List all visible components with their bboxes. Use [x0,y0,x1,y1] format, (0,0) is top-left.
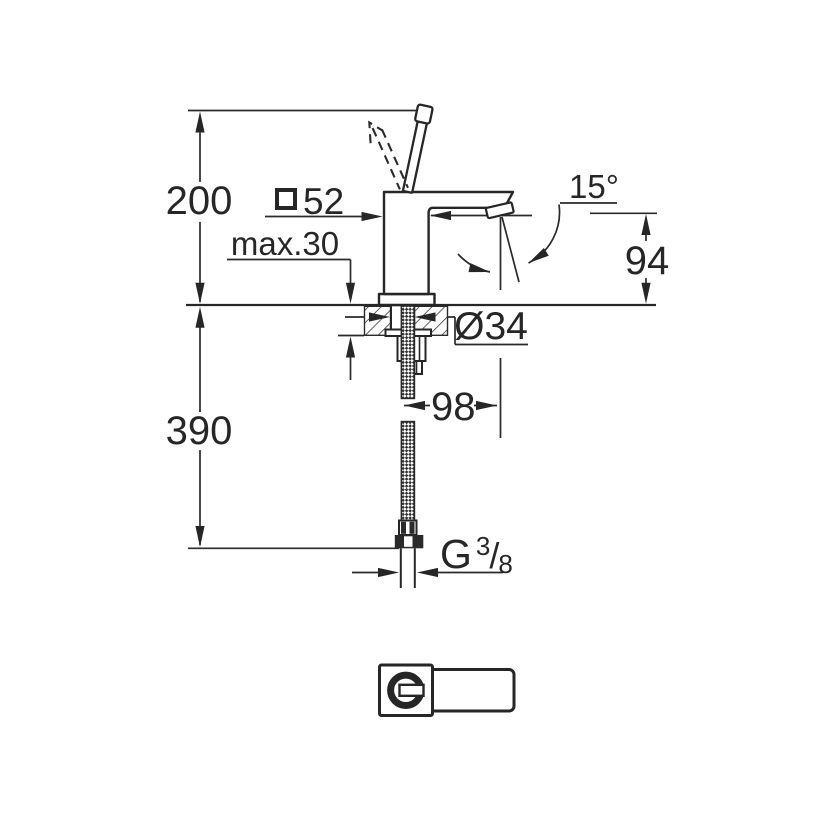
lever-handle [401,103,434,194]
aerator [484,201,515,220]
grohe-logo [378,663,516,717]
dim-max-thickness: max.30 [230,225,340,262]
dim-overall-height: 200 [165,179,233,223]
dim-hole-diameter: Ø34 [454,305,528,348]
faucet-body [377,190,515,307]
thread-numerator: 3 [475,531,491,561]
thread-prefix: G [440,531,472,577]
grohe-g-bar [398,683,425,697]
dimension-lines [188,109,657,574]
dim-outlet-height: 94 [624,239,670,283]
dim-spout-projection: 98 [431,385,476,429]
thread-denominator: 8 [498,549,513,579]
square-symbol-icon [275,188,297,210]
dim-spout-angle: 15° [569,168,619,205]
thread-slash: / [489,535,500,576]
lever-handle-range-dashed [368,120,409,190]
dim-body-square-value: 52 [303,181,345,222]
dim-body-square: 52 [275,183,344,220]
dim-thread-size: G 3 / 8 [440,531,513,579]
dim-hose-length: 390 [165,409,233,453]
water-stream-lines [499,216,520,290]
